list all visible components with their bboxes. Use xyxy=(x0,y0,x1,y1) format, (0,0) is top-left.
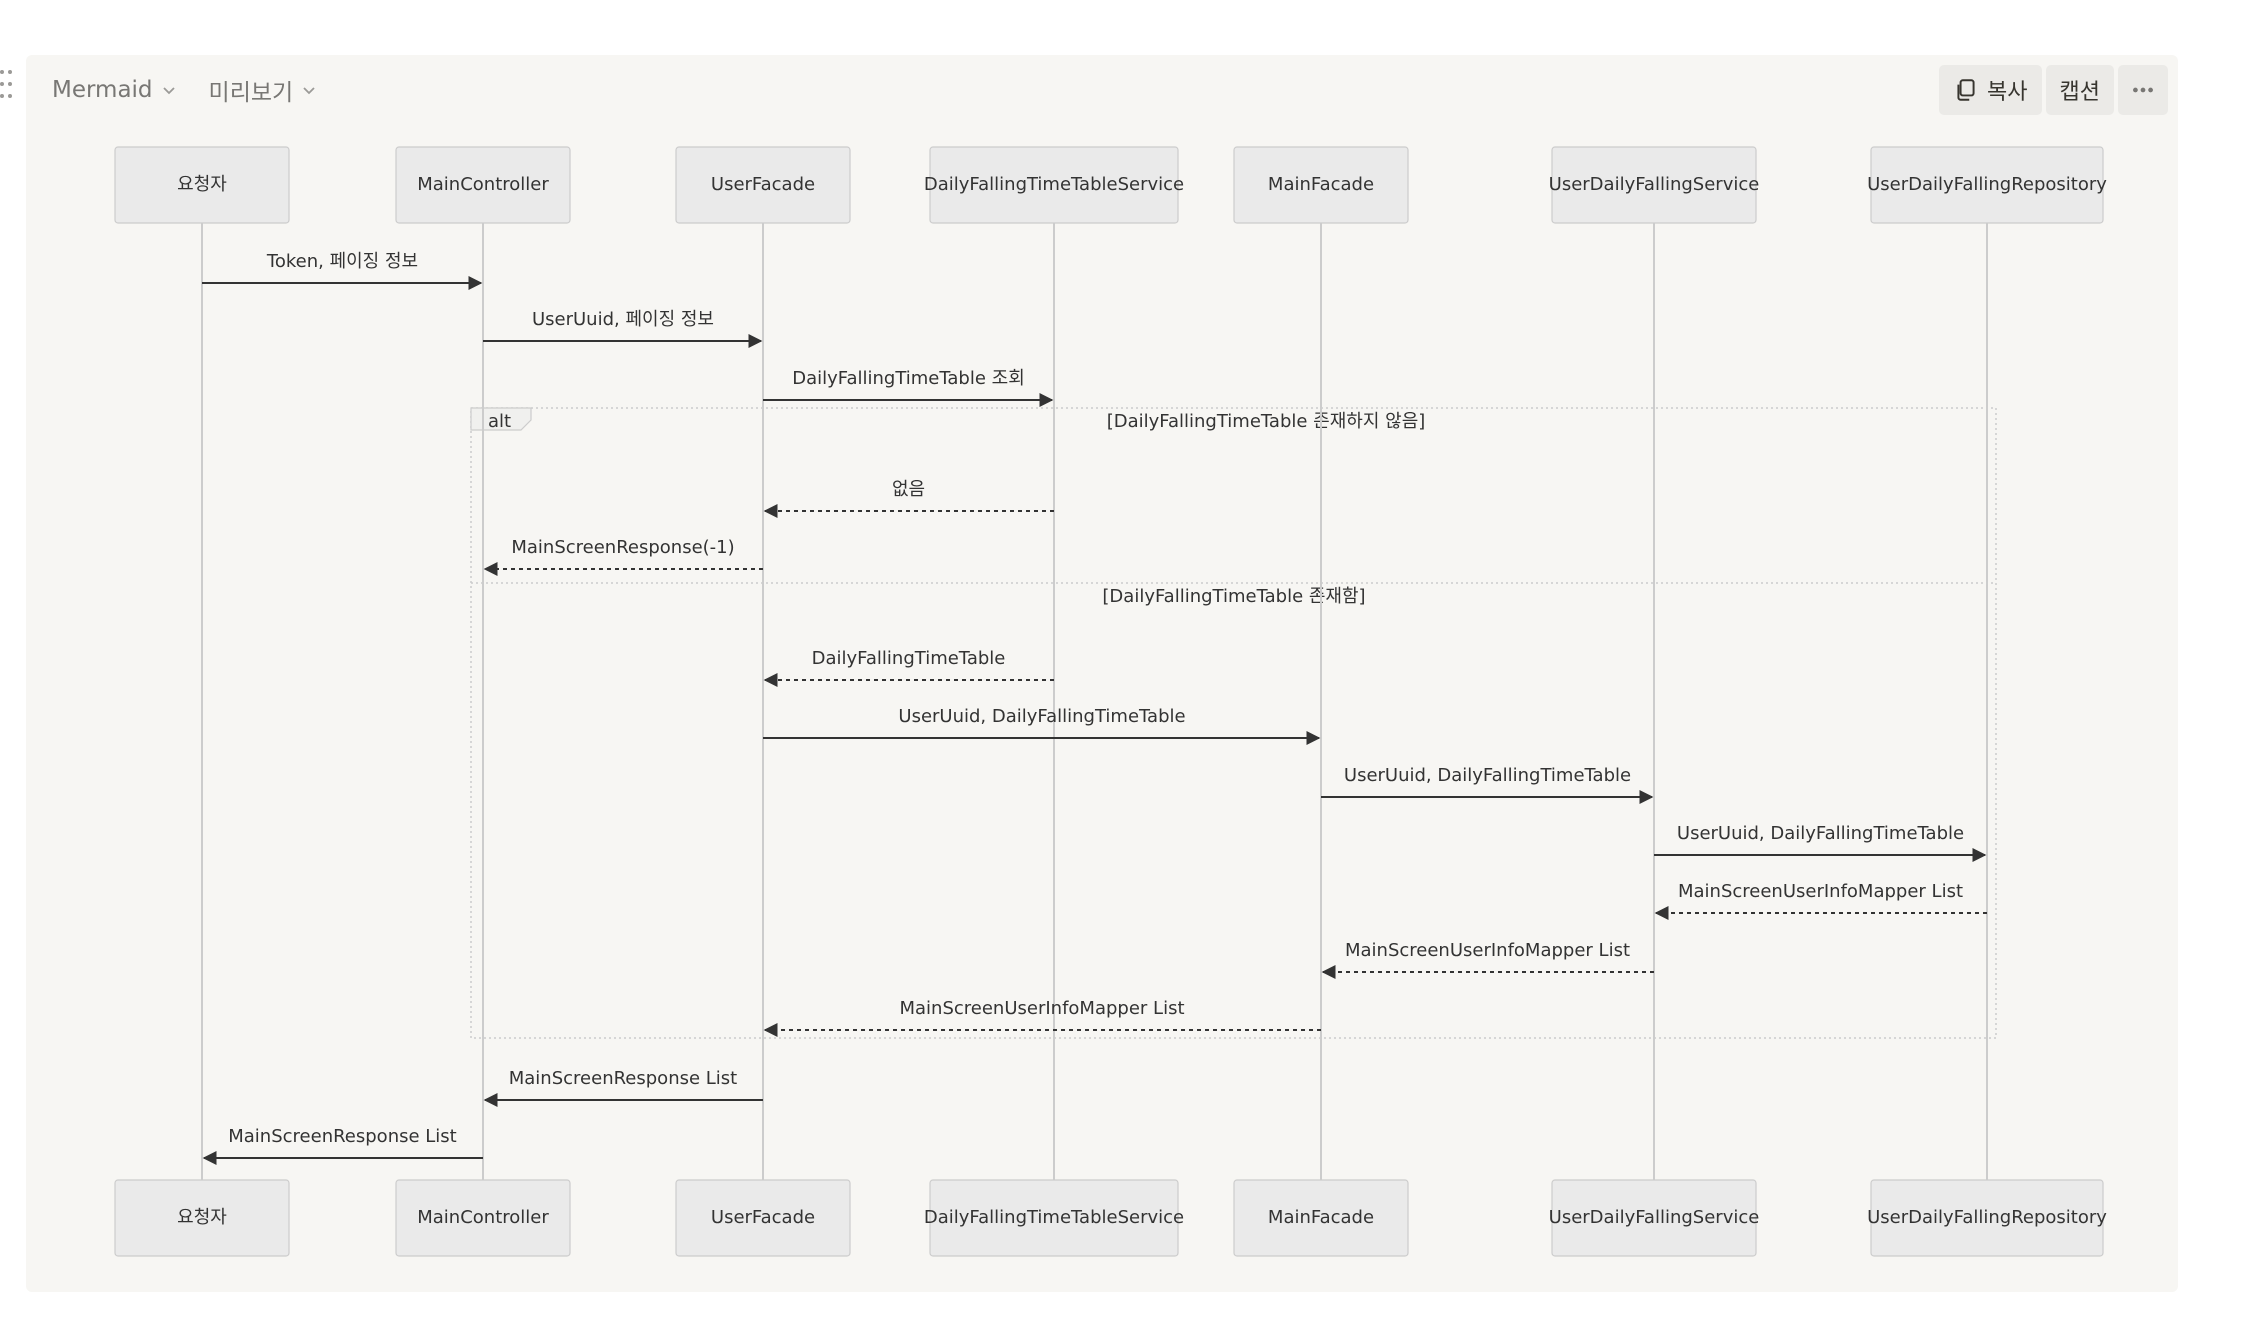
message-label: UserUuid, 페이징 정보 xyxy=(532,309,714,330)
actor-box-main-facade-bottom xyxy=(1233,1179,1409,1257)
chevron-down-icon xyxy=(303,87,315,95)
message-label: MainScreenUserInfoMapper List xyxy=(899,998,1184,1019)
actor-label-main-facade-top: MainFacade xyxy=(1268,174,1374,195)
code-block-toolbar-left: Mermaid 미리보기 xyxy=(52,73,317,107)
drag-handle-icon[interactable] xyxy=(0,70,14,100)
actor-box-user-facade-top xyxy=(675,146,851,224)
actor-box-main-controller-top xyxy=(395,146,571,224)
actor-label-user-daily-falling-service-bottom: UserDailyFallingService xyxy=(1549,1207,1760,1228)
copy-label: 복사 xyxy=(1987,80,2028,105)
code-block: Mermaid 미리보기 복사 캡션 xyxy=(26,55,2178,1292)
actor-box-daily-falling-timetable-service-bottom xyxy=(929,1179,1179,1257)
message-label: DailyFallingTimeTable xyxy=(812,648,1006,669)
language-dropdown[interactable]: Mermaid xyxy=(52,77,177,103)
actor-label-main-controller-bottom: MainController xyxy=(417,1207,549,1228)
actor-label-requester-top: 요청자 xyxy=(177,174,227,195)
message-label: MainScreenUserInfoMapper List xyxy=(1345,940,1630,961)
message-label: UserUuid, DailyFallingTimeTable xyxy=(898,706,1185,727)
caption-button[interactable]: 캡션 xyxy=(2045,65,2114,115)
actor-box-daily-falling-timetable-service-top xyxy=(929,146,1179,224)
actor-label-user-daily-falling-repository-top: UserDailyFallingRepository xyxy=(1867,174,2107,195)
chevron-down-icon xyxy=(162,87,175,95)
message-label: DailyFallingTimeTable 조회 xyxy=(792,368,1025,389)
alt-label-box xyxy=(470,407,532,431)
message-label: UserUuid, DailyFallingTimeTable xyxy=(1344,765,1631,786)
actor-label-user-daily-falling-service-top: UserDailyFallingService xyxy=(1549,174,1760,195)
message-label: UserUuid, DailyFallingTimeTable xyxy=(1677,823,1964,844)
copy-button[interactable]: 복사 xyxy=(1939,65,2042,115)
actor-box-user-facade-bottom xyxy=(675,1179,851,1257)
actor-box-user-daily-falling-service-bottom xyxy=(1551,1179,1757,1257)
alt-condition-2: [DailyFallingTimeTable 존재함] xyxy=(1102,586,1365,607)
actor-box-requester-top xyxy=(114,146,290,224)
actor-label-requester-bottom: 요청자 xyxy=(177,1207,227,1228)
view-mode-label: 미리보기 xyxy=(208,80,294,106)
more-icon xyxy=(2133,87,2153,93)
actor-box-requester-bottom xyxy=(114,1179,290,1257)
alt-frame xyxy=(470,407,1997,1039)
actor-label-main-facade-bottom: MainFacade xyxy=(1268,1207,1374,1228)
message-label: MainScreenResponse List xyxy=(228,1126,457,1147)
actor-box-user-daily-falling-repository-bottom xyxy=(1870,1179,2104,1257)
sequence-diagram: alt [DailyFallingTimeTable 존재하지 않음] [Daily… xyxy=(114,146,2107,1257)
code-block-toolbar-right: 복사 캡션 xyxy=(1939,65,2168,115)
view-mode-dropdown[interactable]: 미리보기 xyxy=(209,73,318,107)
message-label: Token, 페이징 정보 xyxy=(266,251,418,272)
message-label: MainScreenResponse(-1) xyxy=(511,537,734,558)
actor-box-main-facade-top xyxy=(1233,146,1409,224)
actor-box-main-controller-bottom xyxy=(395,1179,571,1257)
message-label: MainScreenUserInfoMapper List xyxy=(1678,881,1963,902)
actor-label-main-controller-top: MainController xyxy=(417,174,549,195)
actor-label-user-daily-falling-repository-bottom: UserDailyFallingRepository xyxy=(1867,1207,2107,1228)
actor-box-user-daily-falling-service-top xyxy=(1551,146,1757,224)
language-label: Mermaid xyxy=(52,77,153,103)
actor-label-daily-falling-timetable-service-bottom: DailyFallingTimeTableService xyxy=(924,1207,1184,1228)
actor-label-daily-falling-timetable-service-top: DailyFallingTimeTableService xyxy=(924,174,1184,195)
message-label: 없음 xyxy=(892,479,925,500)
actor-label-user-facade-bottom: UserFacade xyxy=(711,1207,815,1228)
alt-condition-1: [DailyFallingTimeTable 존재하지 않음] xyxy=(1107,411,1426,432)
actor-label-user-facade-top: UserFacade xyxy=(711,174,815,195)
alt-label: alt xyxy=(488,411,511,432)
actor-box-user-daily-falling-repository-top xyxy=(1870,146,2104,224)
message-label: MainScreenResponse List xyxy=(509,1068,738,1089)
caption-label: 캡션 xyxy=(2059,80,2100,105)
copy-icon xyxy=(1957,79,1975,101)
more-options-button[interactable] xyxy=(2118,65,2168,115)
